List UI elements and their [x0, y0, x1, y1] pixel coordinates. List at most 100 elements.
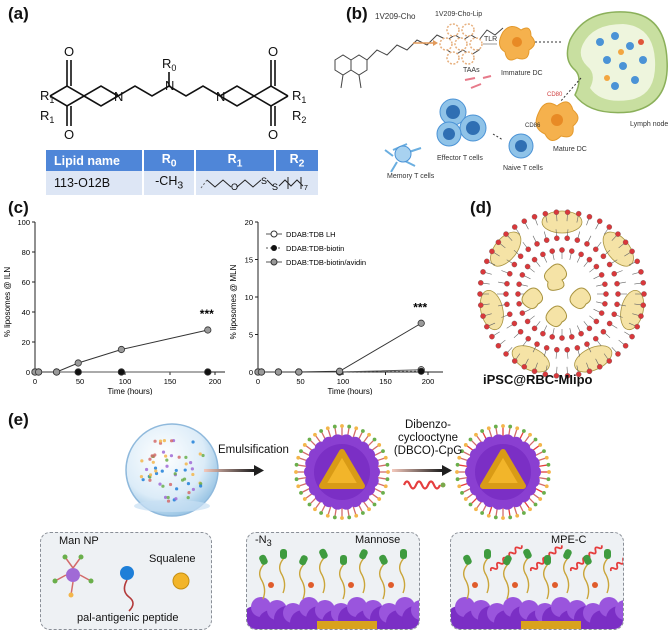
immature-dc-label: Immature DC [501, 70, 543, 77]
data-point [257, 368, 266, 376]
svg-text:R1: R1 [292, 88, 306, 105]
data-point [74, 359, 82, 367]
dbco-arrow [392, 465, 452, 476]
vaccine-label: 1V209-Cho [375, 12, 416, 21]
data-point [417, 367, 425, 375]
r1-oxygen: O [231, 182, 238, 192]
cell-r0: -CH3 [143, 171, 196, 195]
y-tick-label: 5 [249, 331, 253, 340]
y-tick-label: 80 [22, 248, 30, 257]
taas-fragments [464, 75, 492, 89]
legend-item: DDAB:TDB-biotin [286, 244, 344, 253]
y-tick-label: 0 [26, 368, 30, 377]
immune-pathway-diagram: 1V209-Cho 1V209-Cho-Lip TLR TAAs Immatur… [334, 11, 668, 180]
r1-sulfur-1: S [261, 176, 267, 186]
cargo-blobs [521, 263, 592, 328]
r1-top-right-sub: 1 [301, 95, 306, 105]
amine-n-left: N [114, 89, 123, 104]
carbonyl-o-bl: O [64, 127, 74, 142]
components-box: Man NP Squalene pal-antigenic peptide [40, 532, 212, 630]
data-point [336, 367, 344, 375]
svg-text:R1: R1 [40, 88, 54, 105]
carbonyl-o-tr: O [268, 44, 278, 59]
panel-e-label: (e) [8, 410, 29, 429]
y-tick-label: 20 [245, 218, 253, 227]
x-tick-label: 200 [209, 377, 222, 386]
y-axis-label: % liposomes @ ILN [3, 267, 12, 338]
x-axis-label: Time (hours) [327, 387, 372, 395]
effector-t-cells [436, 98, 487, 147]
azide-label: -N3 [255, 534, 272, 549]
lipid-structure: N N N O O O O R1 R1 R0 R1 R2 [40, 44, 306, 142]
data-point [417, 319, 425, 327]
cd86-label: CD86 [525, 123, 541, 129]
mpe-c-nanoparticle [455, 424, 551, 520]
mature-dc-label: Mature DC [553, 146, 587, 153]
y-tick-label: 40 [22, 308, 30, 317]
rbc-liposome-diagram [477, 209, 647, 379]
peptide-label: pal-antigenic peptide [77, 612, 179, 624]
tlr-label: TLR [484, 36, 497, 43]
r1-top-right: R [292, 88, 301, 103]
x-tick-label: 50 [296, 377, 304, 386]
x-tick-label: 150 [164, 377, 177, 386]
mature-dc-cell [535, 101, 579, 141]
memory-label: Memory T cells [387, 173, 435, 180]
r1-repeat: 7 [304, 185, 308, 192]
lipid-bonds [49, 60, 289, 126]
dbco-label: Dibenzo-cyclooctyne(DBCO)-CpG [393, 419, 463, 457]
r1-tail-structure: O S S 7 [200, 176, 308, 192]
x-axis-label: Time (hours) [107, 387, 152, 395]
panel-a-label: (a) [8, 4, 29, 23]
data-point [117, 345, 126, 354]
col-r1: R1 [194, 150, 277, 171]
chart-legend: DDAB:TDB LH DDAB:TDB-biotin DDAB:TDB-bio… [266, 230, 366, 267]
y-tick-label: 10 [245, 293, 253, 302]
lipid-table: Lipid name R0 R1 R2 113-O12B -CH3 O S S … [46, 150, 321, 195]
r0-label-sub: 0 [171, 63, 176, 73]
x-tick-label: 0 [33, 377, 37, 386]
svg-text:R1: R1 [40, 108, 54, 125]
x-tick-label: 100 [337, 377, 350, 386]
legend-item: DDAB:TDB-biotin/avidin [286, 258, 366, 267]
naive-t-label: Naive T cells [503, 165, 543, 172]
svg-text:R2: R2 [292, 108, 306, 125]
col-lipid-name: Lipid name [46, 150, 145, 171]
significance-label: *** [413, 300, 427, 314]
y-axis-label: % liposomes @ MLN [229, 264, 238, 339]
data-point [295, 368, 303, 376]
x-tick-label: 200 [422, 377, 435, 386]
y-tick-label: 15 [245, 256, 253, 265]
memory-t-cell [384, 143, 422, 173]
rbc-lipo-caption: iPSC@RBC-MIipo [483, 372, 593, 387]
amine-n-center: N [165, 78, 174, 93]
data-point [274, 368, 283, 376]
y-tick-label: 0 [249, 368, 253, 377]
cpg-spring-icon [402, 480, 446, 490]
col-r2: R2 [275, 150, 320, 171]
panel-d-label: (d) [470, 198, 492, 217]
man-np-label: Man NP [59, 535, 99, 547]
squalene-icon [172, 572, 190, 590]
emulsification-label: Emulsification [218, 444, 289, 456]
r0-label: R [162, 56, 171, 71]
data-point [117, 368, 126, 376]
emulsion-droplet [125, 423, 219, 517]
molecule-skeleton [334, 27, 504, 89]
data-point [52, 368, 61, 376]
squalene-label: Squalene [149, 553, 196, 565]
svg-text:R0: R0 [162, 56, 176, 73]
amine-n-right: N [216, 89, 225, 104]
col-r0: R0 [143, 150, 196, 171]
cell-lipid-name: 113-O12B [46, 171, 145, 195]
liposome-icons [439, 23, 483, 65]
data-point [204, 368, 212, 376]
carbonyl-o-tl: O [64, 44, 74, 59]
immature-dc-cell [499, 26, 535, 61]
y-tick-label: 100 [17, 218, 30, 227]
liposome-label: 1V209-Cho-Lip [435, 11, 482, 18]
cell-r1-structure: O S S 7 [194, 171, 321, 195]
r1-bottom-left: R [40, 108, 49, 123]
